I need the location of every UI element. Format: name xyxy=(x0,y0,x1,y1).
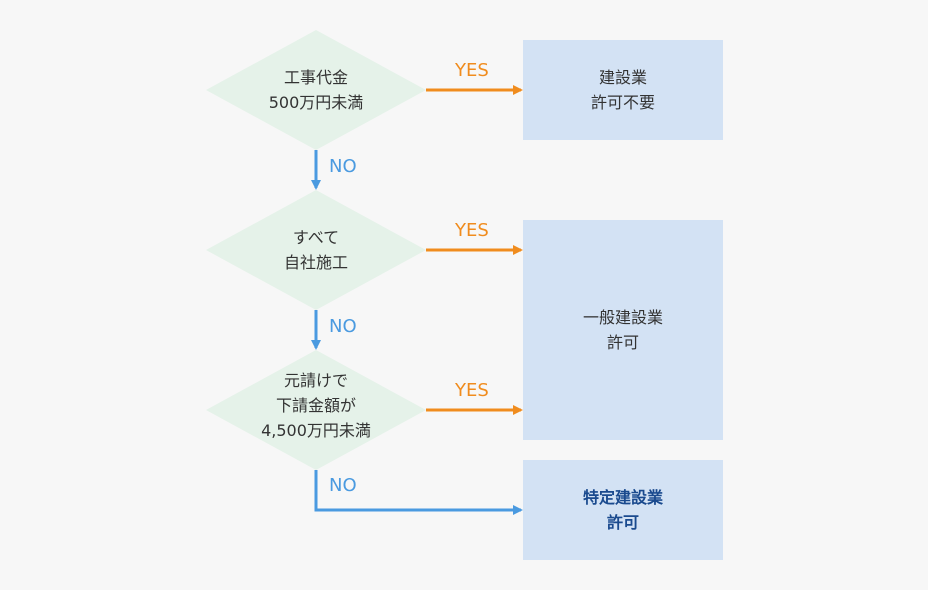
decision-diamond-2 xyxy=(206,190,426,310)
decision-3-line-2: 下請金額が xyxy=(275,396,356,415)
outcome-2-line-1: 一般建設業 xyxy=(582,308,663,327)
outcome-3-line-2: 許可 xyxy=(606,513,639,532)
yes-label-3: YES xyxy=(455,380,489,401)
outcome-box-no-permit: 建設業 許可不要 xyxy=(523,40,723,140)
yes-label-1: YES xyxy=(455,60,489,81)
no-label-3: NO xyxy=(329,475,357,496)
no-label-2: NO xyxy=(329,316,357,337)
outcome-1-line-2: 許可不要 xyxy=(590,93,655,112)
outcome-box-general-permit: 一般建設業 許可 xyxy=(523,220,723,440)
decision-3-line-3: 4,500万円未満 xyxy=(261,421,371,440)
outcome-2-line-2: 許可 xyxy=(606,333,639,352)
decision-diamond-3 xyxy=(206,350,426,470)
outcome-box-special-permit: 特定建設業 許可 xyxy=(523,460,723,560)
outcome-3-line-1: 特定建設業 xyxy=(582,488,663,507)
decision-text-1: 工事代金 500万円未満 xyxy=(236,65,396,115)
decision-2-line-1: すべて xyxy=(292,228,340,247)
yes-label-2: YES xyxy=(455,220,489,241)
decision-text-3: 元請けで 下請金額が 4,500万円未満 xyxy=(236,368,396,443)
no-arrow-3 xyxy=(314,470,523,515)
decision-text-2: すべて 自社施工 xyxy=(236,225,396,275)
no-label-1: NO xyxy=(329,156,357,177)
decision-3-line-1: 元請けで xyxy=(283,371,348,390)
decision-1-line-2: 500万円未満 xyxy=(268,93,364,112)
decision-2-line-2: 自社施工 xyxy=(283,253,348,272)
outcome-1-line-1: 建設業 xyxy=(598,68,647,87)
decision-diamond-1 xyxy=(206,30,426,150)
decision-1-line-1: 工事代金 xyxy=(283,68,348,87)
